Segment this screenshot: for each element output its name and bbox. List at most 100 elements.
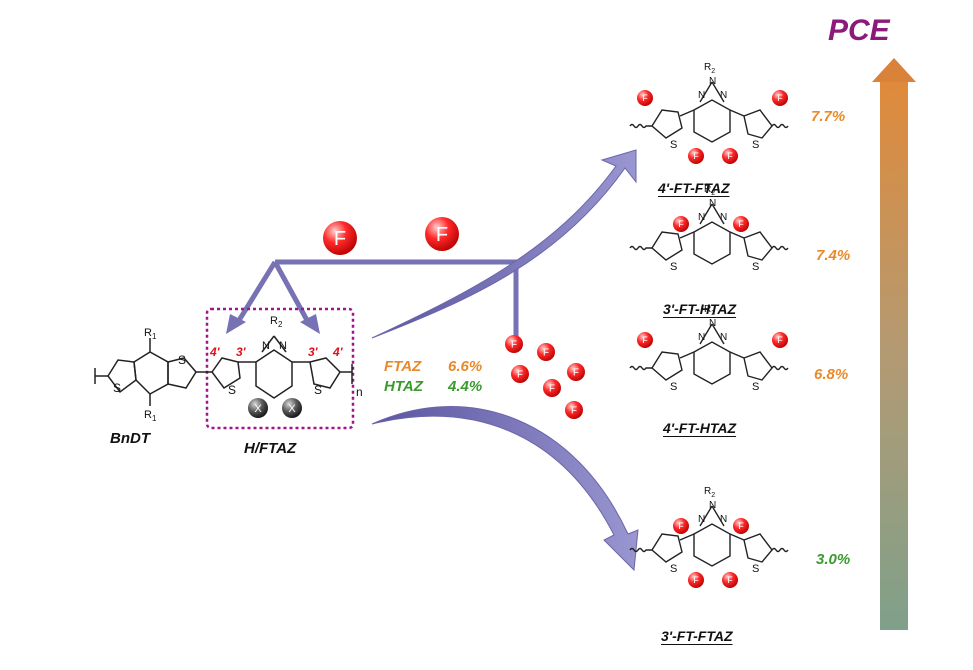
svg-text:F: F xyxy=(777,93,783,103)
polymer-name-3p-ft-ftaz: 3'-FT-FTAZ xyxy=(661,628,733,644)
s-atom: S xyxy=(670,381,677,393)
s-atom: S xyxy=(752,381,759,393)
svg-text:F: F xyxy=(436,224,448,246)
fluorine-atom: F xyxy=(537,343,555,361)
fluorine-atom: F xyxy=(688,148,704,164)
s-atom: S xyxy=(752,563,759,575)
fluorine-atom: F xyxy=(565,401,583,419)
pce-arrow xyxy=(872,58,916,630)
n-atom: N xyxy=(698,90,705,101)
fluorine-atom: F xyxy=(673,216,689,232)
svg-text:X: X xyxy=(254,403,262,415)
curved-arrow-up xyxy=(371,149,637,339)
pce-value-3p-ft-htaz: 7.4% xyxy=(816,247,851,264)
svg-text:F: F xyxy=(642,93,648,103)
n-atom: N xyxy=(709,500,716,511)
fluorine-atom: F xyxy=(688,572,704,588)
fluorine-atom: F xyxy=(722,572,738,588)
r2-label: R2 xyxy=(704,486,715,499)
n-atom: N xyxy=(698,332,705,343)
s-atom: S xyxy=(314,383,322,397)
arrowhead-left xyxy=(226,314,246,334)
r1-bottom-label: R1 xyxy=(144,409,157,423)
repeat-subscript: n xyxy=(356,385,363,399)
fluorine-atom: F xyxy=(722,148,738,164)
ftaz-name: FTAZ xyxy=(384,358,422,375)
htaz-selection-box xyxy=(205,307,355,430)
s-atom: S xyxy=(670,139,677,151)
n-atom: N xyxy=(698,212,705,223)
n-atom: N xyxy=(720,90,727,101)
s-atom: S xyxy=(228,383,236,397)
pce-title: PCE xyxy=(828,14,890,47)
s-atom: S xyxy=(752,139,759,151)
svg-text:F: F xyxy=(543,348,549,359)
n-atom: N xyxy=(279,340,287,352)
s-atom: S xyxy=(178,353,186,367)
n-atom: N xyxy=(709,198,716,209)
s-atom: S xyxy=(670,563,677,575)
polymer-name-3p-ft-htaz: 3'-FT-HTAZ xyxy=(663,301,737,317)
fluorine-ball: F xyxy=(425,217,459,251)
fluorine-atom: F xyxy=(733,518,749,534)
svg-text:F: F xyxy=(693,151,699,161)
position-3p-left: 3' xyxy=(236,345,247,359)
s-atom: S xyxy=(113,381,121,395)
fluorine-atom: F xyxy=(637,90,653,106)
svg-text:F: F xyxy=(678,219,684,229)
fluorine-cluster: F F F F F F xyxy=(505,335,585,419)
fluorine-atom: F xyxy=(772,90,788,106)
fluorine-atom: F xyxy=(567,363,585,381)
bndt-htaz-polymer-structure xyxy=(94,335,353,406)
bndt-label: BnDT xyxy=(110,430,150,447)
svg-text:X: X xyxy=(288,403,296,415)
htaz-name: HTAZ xyxy=(384,378,423,395)
fluorine-atom: F xyxy=(772,332,788,348)
htaz-label: H/FTAZ xyxy=(244,440,297,457)
svg-text:F: F xyxy=(727,575,733,585)
svg-text:F: F xyxy=(738,219,744,229)
pce-value-3p-ft-ftaz: 3.0% xyxy=(816,551,851,568)
s-atom: S xyxy=(752,261,759,273)
n-atom: N xyxy=(720,332,727,343)
polymer-name-4p-ft-htaz: 4'-FT-HTAZ xyxy=(663,420,737,436)
n-atom: N xyxy=(720,212,727,223)
x-atom-right: X xyxy=(282,398,302,418)
n-atom: N xyxy=(720,514,727,525)
fluorine-atom: F xyxy=(511,365,529,383)
r2-label: R2 xyxy=(704,304,715,317)
svg-text:F: F xyxy=(727,151,733,161)
r2-label: R2 xyxy=(704,184,715,197)
svg-text:F: F xyxy=(549,384,555,395)
svg-text:F: F xyxy=(777,335,783,345)
pce-value-4p-ft-ftaz: 7.7% xyxy=(811,108,846,125)
svg-text:F: F xyxy=(334,228,346,250)
fluorine-atom: F xyxy=(673,518,689,534)
r1-top-label: R1 xyxy=(144,327,157,341)
position-3p-right: 3' xyxy=(308,345,319,359)
polymer-name-4p-ft-ftaz: 4'-FT-FTAZ xyxy=(658,180,730,196)
svg-text:F: F xyxy=(642,335,648,345)
n-atom: N xyxy=(709,318,716,329)
pce-value-4p-ft-htaz: 6.8% xyxy=(814,366,849,383)
n-atom: N xyxy=(709,76,716,87)
r2-label: R2 xyxy=(704,62,715,75)
svg-text:F: F xyxy=(517,370,523,381)
arrowhead-right xyxy=(300,314,320,334)
curved-arrow-down xyxy=(371,406,639,572)
ftaz-pce: 6.6% xyxy=(448,358,483,375)
fluorine-atom: F xyxy=(543,379,561,397)
n-atom: N xyxy=(262,340,270,352)
fluorine-atom: F xyxy=(505,335,523,353)
r2-label: R2 xyxy=(270,315,283,329)
s-atom: S xyxy=(670,261,677,273)
svg-text:F: F xyxy=(573,368,579,379)
svg-text:F: F xyxy=(738,521,744,531)
svg-text:F: F xyxy=(693,575,699,585)
svg-text:F: F xyxy=(571,406,577,417)
